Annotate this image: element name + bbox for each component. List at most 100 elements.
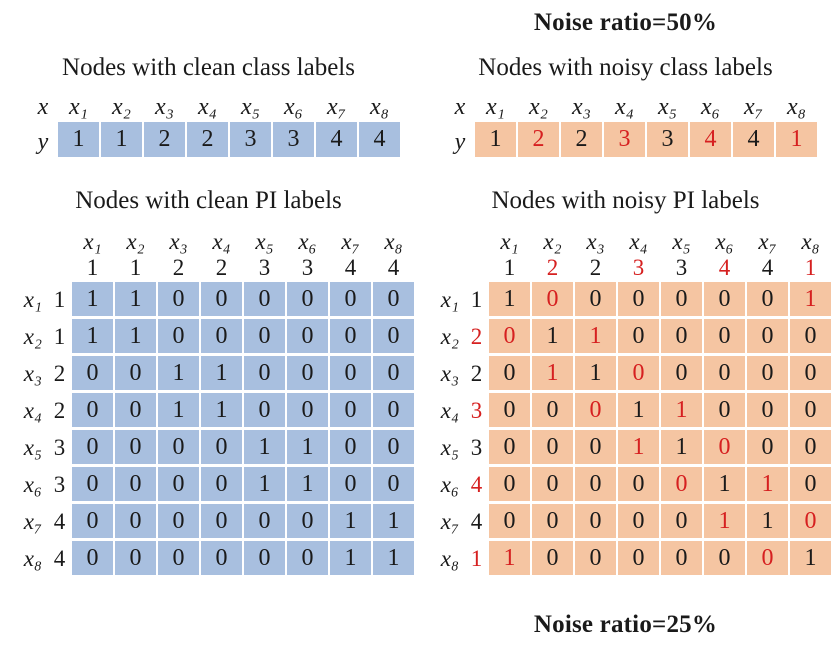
clean-matrix-cell-8-1: 0 <box>72 540 113 575</box>
noisy-matrix-cell-3-1: 0 <box>489 355 530 390</box>
noisy-matrix-cell-7-2: 0 <box>532 503 573 538</box>
noisy-matrix-cell-1-6: 0 <box>704 281 745 316</box>
clean-matrix-cell-1-4: 0 <box>201 281 242 316</box>
noisy-matrix-cell-2-3: 1 <box>575 318 616 353</box>
clean-class-title: Nodes with clean class labels <box>62 54 355 81</box>
noisy-matrix-col-node-7: x₇ <box>758 229 777 254</box>
clean-matrix-cell-6-5: 1 <box>244 466 285 501</box>
clean-vector-node-5: x₅ <box>241 94 260 120</box>
clean-matrix-col-node-2: x₂ <box>126 229 145 254</box>
clean-matrix-col-node-8: x₈ <box>384 229 403 254</box>
noisy-matrix-cell-2-7: 0 <box>747 318 788 353</box>
clean-matrix-cell-5-2: 0 <box>115 429 156 464</box>
noisy-matrix-cell-8-4: 0 <box>618 540 659 575</box>
noisy-matrix-cell-7-1: 0 <box>489 503 530 538</box>
noisy-matrix-cell-6-3: 0 <box>575 466 616 501</box>
clean-matrix-cell-4-5: 0 <box>244 392 285 427</box>
noisy-vector-node-4: x₄ <box>615 94 634 120</box>
noisy-matrix-cell-3-4: 0 <box>618 355 659 390</box>
clean-matrix-cell-8-2: 0 <box>115 540 156 575</box>
noisy-vector-label-8: 1 <box>776 122 817 157</box>
noisy-matrix-row-node-3: x₃ <box>440 361 459 386</box>
noisy-vector-label-1: 1 <box>475 122 516 157</box>
noisy-matrix-cell-4-4: 1 <box>618 392 659 427</box>
noisy-matrix-cell-3-3: 1 <box>575 355 616 390</box>
noisy-matrix-cell-6-8: 0 <box>790 466 831 501</box>
clean-matrix-cell-7-3: 0 <box>158 503 199 538</box>
noisy-matrix-col-label-2: 2 <box>546 255 559 280</box>
noisy-matrix-cell-4-2: 0 <box>532 392 573 427</box>
noisy-matrix-cell-6-5: 0 <box>661 466 702 501</box>
clean-pi-title: Nodes with clean PI labels <box>75 187 342 214</box>
clean-matrix-cell-4-2: 0 <box>115 392 156 427</box>
clean-matrix-col-node-4: x₄ <box>212 229 231 254</box>
noisy-matrix-cell-8-1: 1 <box>489 540 530 575</box>
clean-matrix-row-node-8: x₈ <box>23 546 42 571</box>
noisy-vector-label-4: 3 <box>604 122 645 157</box>
noisy-vector-node-5: x₅ <box>658 94 677 120</box>
clean-matrix-row-node-5: x₅ <box>23 435 42 460</box>
noisy-matrix-cell-1-8: 1 <box>790 281 831 316</box>
clean-vector-label-6: 3 <box>273 122 314 157</box>
noisy-matrix-cell-1-7: 0 <box>747 281 788 316</box>
clean-matrix-col-label-4: 2 <box>215 255 228 280</box>
clean-matrix-cell-1-3: 0 <box>158 281 199 316</box>
noise-ratio-class-banner: Noise ratio=50% <box>533 9 718 36</box>
noisy-matrix-cell-5-7: 0 <box>747 429 788 464</box>
noisy-matrix-cell-6-1: 0 <box>489 466 530 501</box>
clean-matrix-row-label-2: 1 <box>53 324 66 349</box>
clean-vector-node-3: x₃ <box>155 94 174 120</box>
clean-matrix-cell-2-4: 0 <box>201 318 242 353</box>
clean-matrix-cell-4-3: 1 <box>158 392 199 427</box>
clean-matrix-cell-6-8: 0 <box>373 466 414 501</box>
noisy-matrix-col-label-1: 1 <box>503 255 516 280</box>
clean-matrix-cell-5-4: 0 <box>201 429 242 464</box>
clean-vector-label-5: 3 <box>230 122 271 157</box>
noisy-matrix-col-node-8: x₈ <box>801 229 820 254</box>
clean-matrix-cell-1-2: 1 <box>115 281 156 316</box>
clean-matrix-cell-2-8: 0 <box>373 318 414 353</box>
noisy-matrix-cell-7-7: 1 <box>747 503 788 538</box>
clean-matrix-cell-8-4: 0 <box>201 540 242 575</box>
clean-matrix-cell-3-7: 0 <box>330 355 371 390</box>
clean-matrix-col-label-7: 4 <box>344 255 357 280</box>
clean-matrix-cell-2-6: 0 <box>287 318 328 353</box>
clean-matrix-cell-2-2: 1 <box>115 318 156 353</box>
clean-matrix-cell-4-8: 0 <box>373 392 414 427</box>
noisy-matrix-cell-7-8: 0 <box>790 503 831 538</box>
noisy-matrix-cell-5-8: 0 <box>790 429 831 464</box>
clean-matrix-col-node-6: x₆ <box>298 229 317 254</box>
noisy-matrix-cell-6-7: 1 <box>747 466 788 501</box>
clean-matrix-cell-3-4: 1 <box>201 355 242 390</box>
clean-matrix-cell-6-2: 0 <box>115 466 156 501</box>
clean-matrix-cell-7-4: 0 <box>201 503 242 538</box>
noisy-vector-node-8: x₈ <box>787 94 806 120</box>
clean-matrix-cell-3-2: 0 <box>115 355 156 390</box>
noisy-vector-node-3: x₃ <box>572 94 591 120</box>
noisy-matrix-cell-7-4: 0 <box>618 503 659 538</box>
noisy-matrix-col-label-7: 4 <box>761 255 774 280</box>
noisy-matrix-cell-8-3: 0 <box>575 540 616 575</box>
clean-matrix-cell-3-1: 0 <box>72 355 113 390</box>
noisy-matrix-cell-3-6: 0 <box>704 355 745 390</box>
clean-matrix-col-label-6: 3 <box>301 255 314 280</box>
noisy-matrix-cell-8-2: 0 <box>532 540 573 575</box>
noisy-matrix-col-node-4: x₄ <box>629 229 648 254</box>
noisy-matrix-cell-7-5: 0 <box>661 503 702 538</box>
noisy-matrix-row-label-5: 3 <box>470 435 483 460</box>
noisy-matrix-row-node-6: x₆ <box>440 472 459 497</box>
noisy-matrix-cell-4-1: 0 <box>489 392 530 427</box>
clean-matrix-cell-4-4: 1 <box>201 392 242 427</box>
clean-matrix-row-label-1: 1 <box>53 287 66 312</box>
clean-matrix-cell-8-5: 0 <box>244 540 285 575</box>
clean-matrix-cell-2-7: 0 <box>330 318 371 353</box>
